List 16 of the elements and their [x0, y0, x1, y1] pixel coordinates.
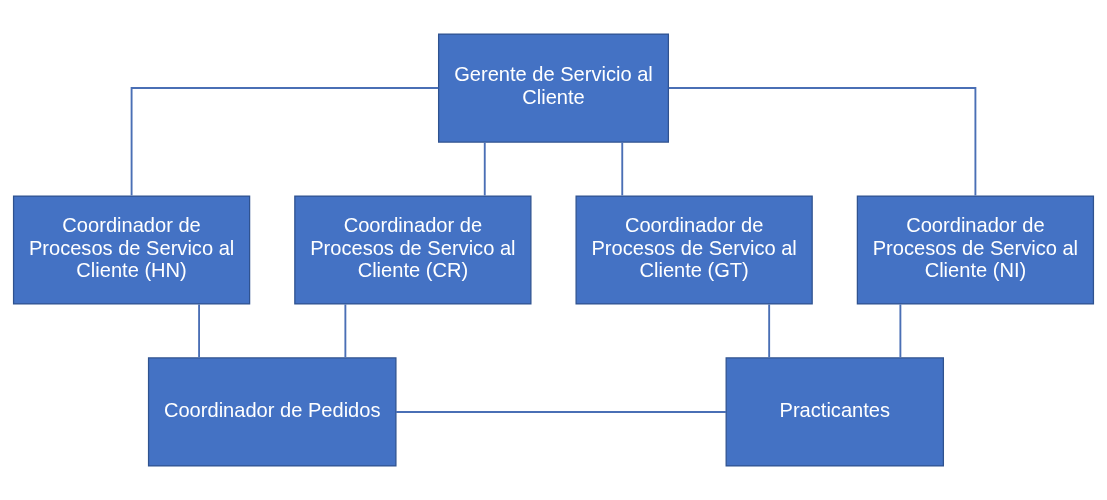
connector	[899, 303, 902, 359]
node-box: Coordinador de Pedidos	[147, 357, 397, 467]
connector	[768, 303, 771, 359]
node-box: Practicantes	[725, 357, 944, 467]
connector	[621, 141, 624, 197]
connector	[483, 141, 486, 197]
node-box: Coordinador de Procesos de Servico al Cliente (GT)	[575, 195, 813, 305]
node-box: Coordinador de Procesos de Servico al Cliente (CR)	[294, 195, 532, 305]
node-box: Coordinador de Procesos de Servico al Cliente (HN)	[12, 195, 251, 305]
connector	[344, 303, 347, 359]
connector	[198, 303, 200, 359]
node-box: Gerente de Servicio al Cliente	[438, 33, 669, 143]
connector	[395, 411, 727, 413]
node-box: Coordinador de Procesos de Servico al Cliente (NI)	[856, 195, 1095, 305]
connector	[667, 87, 977, 197]
connector	[130, 87, 440, 197]
